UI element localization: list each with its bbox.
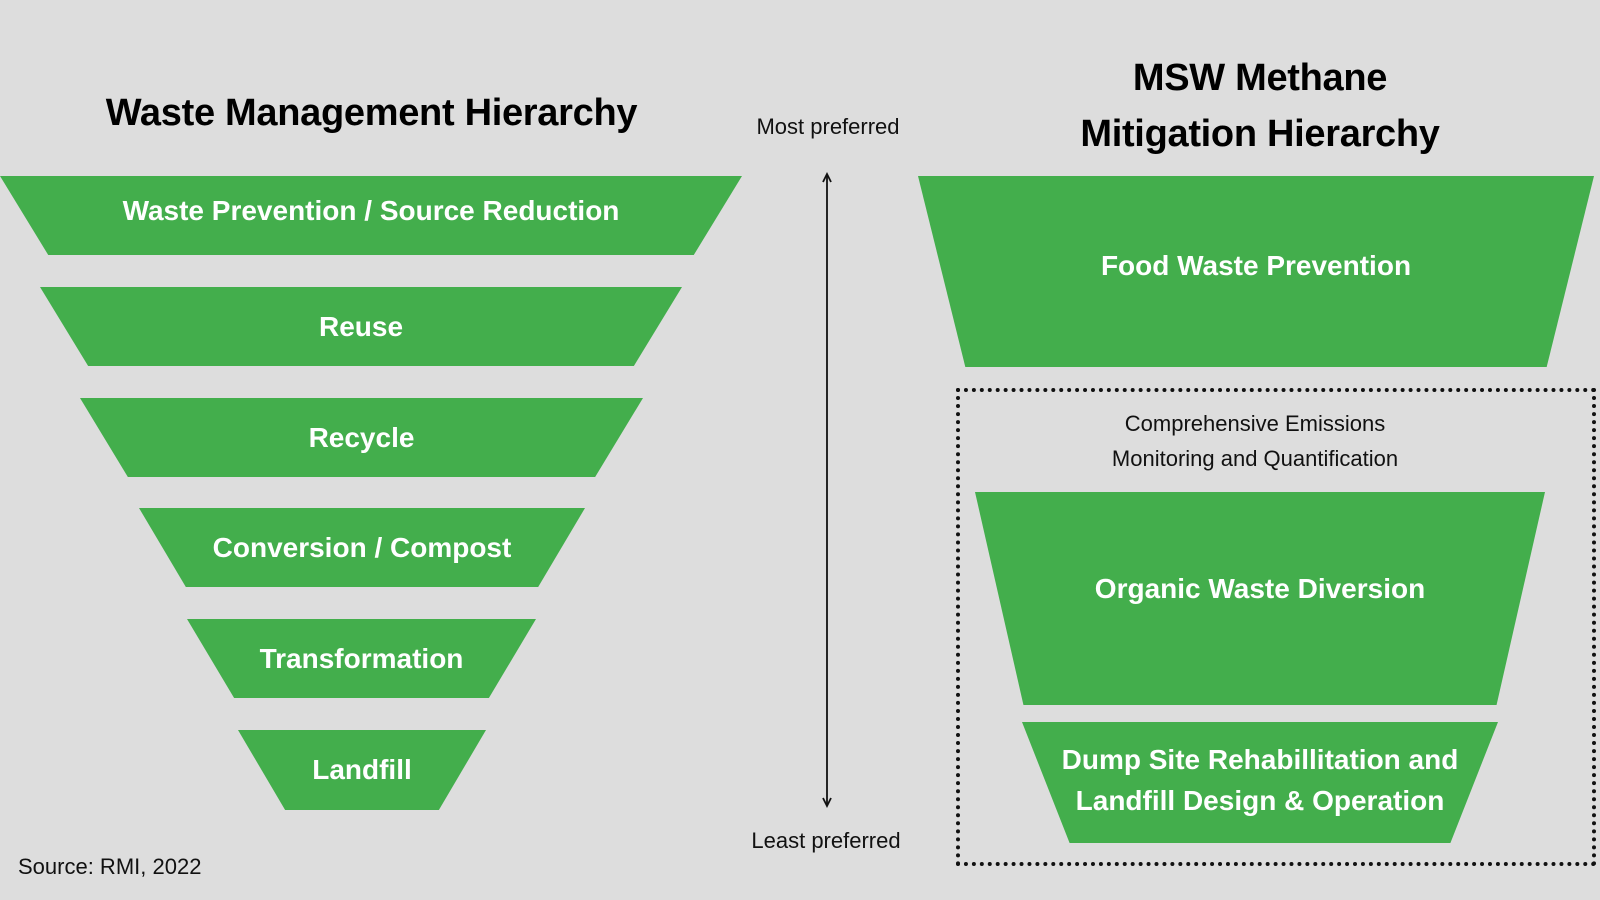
level-recycle: Recycle <box>80 398 643 477</box>
source-citation: Source: RMI, 2022 <box>18 854 202 879</box>
right-title: MSW Methane Mitigation Hierarchy <box>1000 50 1520 162</box>
level-label: Conversion / Compost <box>212 531 512 563</box>
right-title-line2: Mitigation Hierarchy <box>1080 113 1440 155</box>
level-label: Landfill <box>312 754 412 785</box>
level-conversion-compost: Conversion / Compost <box>139 508 585 587</box>
level-label: Recycle <box>308 421 415 453</box>
level-label: Waste Prevention / Source Reduction <box>122 194 620 226</box>
organic-waste-diversion-block: Organic Waste Diversion <box>975 492 1545 705</box>
axis-top-label: Most preferred <box>756 114 900 139</box>
preference-arrow-icon <box>822 171 832 809</box>
level-reuse: Reuse <box>40 287 682 366</box>
monitoring-line2: Monitoring and Quantification <box>1111 446 1399 471</box>
axis-bottom-label: Least preferred <box>751 828 901 853</box>
right-title-line1: MSW Methane <box>1132 57 1388 99</box>
monitoring-label: Comprehensive Emissions Monitoring and Q… <box>1030 406 1480 476</box>
monitoring-box <box>956 388 1596 866</box>
dump-site-landfill-block: Dump Site Rehabillitation and Landfill D… <box>1022 722 1498 843</box>
level-label: Transformation <box>259 642 464 674</box>
level-label: Reuse <box>318 310 404 342</box>
left-title: Waste Management Hierarchy <box>105 92 638 134</box>
food-waste-prevention-block: Food Waste Prevention <box>918 176 1594 367</box>
dump-site-line1: Dump Site Rehabillitation and <box>1061 743 1459 775</box>
level-waste-prevention: Waste Prevention / Source Reduction <box>0 176 742 255</box>
level-label: Organic Waste Diversion <box>1094 573 1426 604</box>
level-label: Food Waste Prevention <box>1100 250 1412 281</box>
level-label: Dump Site Rehabillitation and Landfill D… <box>1062 739 1459 821</box>
monitoring-line1: Comprehensive Emissions <box>1124 411 1386 436</box>
dump-site-line2: Landfill Design & Operation <box>1075 784 1445 816</box>
level-transformation: Transformation <box>187 619 536 698</box>
level-landfill: Landfill <box>238 730 486 810</box>
